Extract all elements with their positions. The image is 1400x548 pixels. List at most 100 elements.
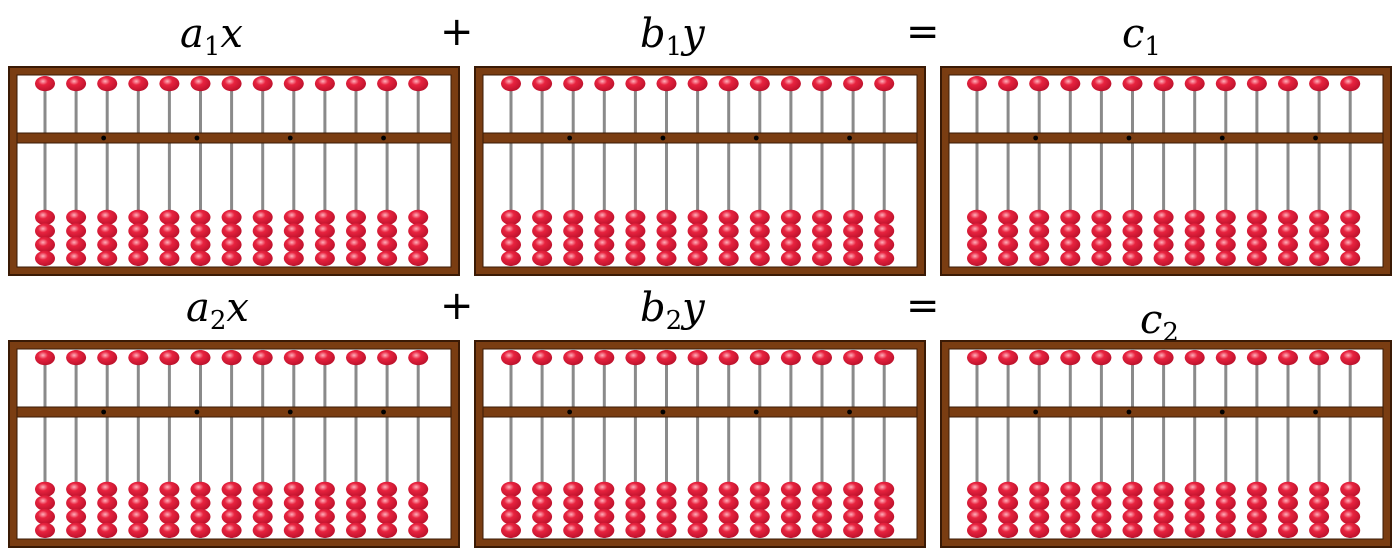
lower-bead (501, 509, 521, 525)
lower-bead (563, 223, 584, 239)
lower-bead (1309, 495, 1330, 511)
lower-bead (812, 481, 832, 497)
frame-left (942, 68, 949, 274)
lower-bead (1215, 223, 1236, 239)
lower-bead (967, 223, 987, 239)
lower-bead (283, 495, 304, 511)
lower-bead (283, 209, 304, 225)
term-a1x: a1x (180, 11, 243, 62)
lower-bead (1122, 209, 1143, 225)
lower-bead (159, 481, 180, 497)
upper-bead (1215, 350, 1236, 366)
frame-top (476, 342, 924, 349)
lower-bead (1091, 223, 1112, 239)
lower-bead (314, 481, 335, 497)
upper-bead (377, 76, 398, 92)
lower-bead (998, 223, 1019, 239)
upper-bead (252, 76, 273, 92)
upper-bead (718, 350, 739, 366)
lower-bead (66, 237, 87, 253)
abacus-b2y (474, 340, 926, 548)
lower-bead (718, 223, 739, 239)
upper-bead (1340, 76, 1361, 92)
lower-bead (97, 495, 118, 511)
lower-bead (252, 481, 273, 497)
lower-bead (563, 522, 584, 538)
lower-bead (843, 209, 864, 225)
lower-bead (749, 481, 770, 497)
upper-bead (998, 76, 1019, 92)
lower-bead (408, 223, 429, 239)
lower-bead (377, 522, 398, 538)
frame-left (10, 342, 17, 546)
lower-bead (749, 495, 770, 511)
lower-bead (998, 509, 1019, 525)
upper-bead (967, 76, 987, 92)
lower-bead (1215, 481, 1236, 497)
unit-point-dot (194, 135, 200, 141)
lower-bead (128, 250, 149, 266)
abacus-a1x (8, 66, 460, 276)
upper-bead (1246, 350, 1267, 366)
unit-point-dot (1313, 409, 1318, 415)
upper-bead (749, 76, 770, 92)
reckoning-bar (482, 406, 918, 418)
lower-bead (35, 522, 55, 538)
upper-bead (812, 350, 832, 366)
lower-bead (998, 237, 1019, 253)
lower-bead (66, 522, 87, 538)
lower-bead (283, 223, 304, 239)
lower-bead (377, 481, 398, 497)
lower-bead (128, 509, 149, 525)
upper-bead (1278, 76, 1298, 92)
upper-bead (66, 350, 87, 366)
lower-bead (1122, 481, 1143, 497)
upper-bead (1029, 350, 1050, 366)
lower-bead (874, 237, 895, 253)
unit-point-dot (753, 409, 759, 415)
lower-bead (1246, 237, 1267, 253)
lower-bead (190, 223, 211, 239)
lower-bead (190, 522, 211, 538)
lower-bead (563, 495, 584, 511)
lower-bead (874, 223, 895, 239)
upper-bead (1309, 350, 1330, 366)
unit-point-dot (660, 409, 666, 415)
lower-bead (1340, 209, 1361, 225)
lower-bead (314, 522, 335, 538)
unit-point-dot (1126, 135, 1132, 141)
lower-bead (1122, 495, 1143, 511)
lower-bead (1184, 250, 1205, 266)
lower-bead (35, 209, 55, 225)
lower-bead (532, 509, 553, 525)
upper-bead (1029, 76, 1050, 92)
reckoning-bar (16, 132, 452, 144)
lower-bead (594, 209, 615, 225)
upper-bead (1091, 350, 1112, 366)
upper-bead (1153, 76, 1174, 92)
reckoning-bar (16, 406, 452, 418)
lower-bead (283, 522, 304, 538)
lower-bead (812, 237, 832, 253)
lower-bead (35, 495, 55, 511)
upper-bead (563, 76, 584, 92)
frame-right (1383, 68, 1390, 274)
lower-bead (687, 223, 708, 239)
lower-bead (501, 237, 521, 253)
lower-bead (687, 237, 708, 253)
upper-bead (1122, 350, 1143, 366)
lower-bead (1246, 509, 1267, 525)
lower-bead (749, 237, 770, 253)
unit-point-dot (567, 409, 573, 415)
unit-point-dot (381, 409, 386, 415)
unit-point-dot (847, 135, 852, 141)
lower-bead (874, 250, 895, 266)
lower-bead (1060, 209, 1081, 225)
upper-bead (66, 76, 87, 92)
upper-bead (501, 350, 521, 366)
lower-bead (1122, 223, 1143, 239)
lower-bead (1184, 481, 1205, 497)
lower-bead (812, 209, 832, 225)
lower-bead (377, 209, 398, 225)
lower-bead (1029, 522, 1050, 538)
